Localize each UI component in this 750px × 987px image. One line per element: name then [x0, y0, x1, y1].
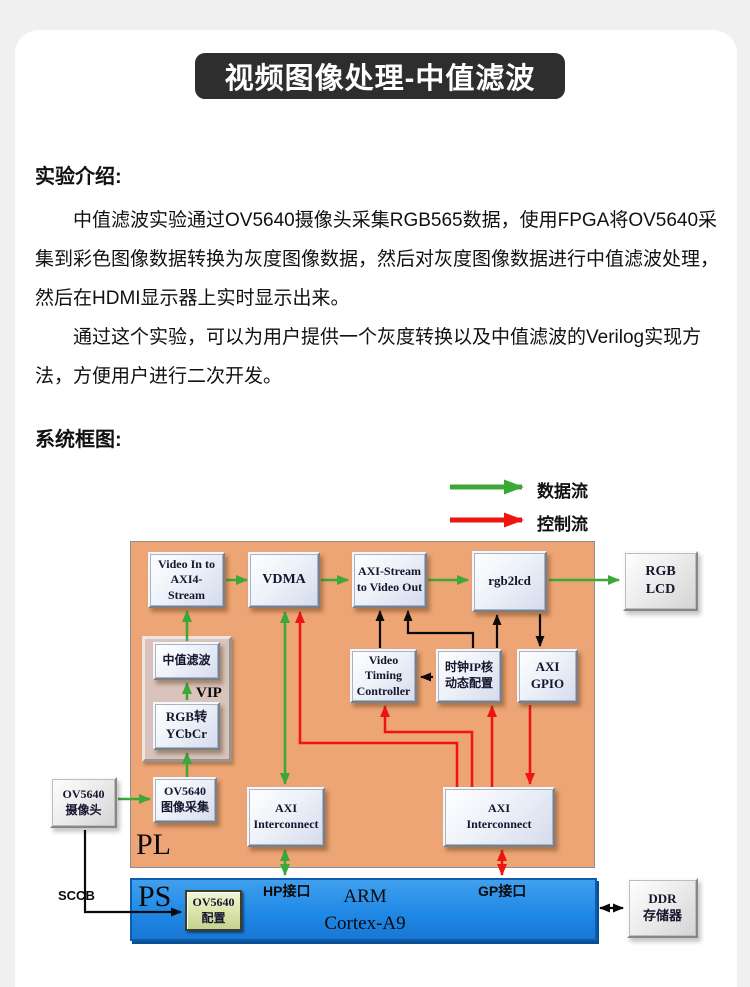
vip-label: VIP — [196, 685, 222, 701]
hp-port-label: HP接口 — [263, 883, 311, 899]
gp-port-label: GP接口 — [478, 883, 527, 899]
intro-paragraph-1: 中值滤波实验通过OV5640摄像头采集RGB565数据，使用FPGA将OV564… — [35, 210, 720, 309]
arm-label: ARM Cortex-A9 — [324, 886, 406, 934]
box-ddr: DDR 存储器 — [627, 878, 698, 938]
box-axi-gpio: AXI GPIO — [517, 649, 578, 703]
box-ov5640-config: OV5640 配置 — [185, 890, 242, 931]
box-axi-stream-out: AXI-Stream to Video Out — [352, 552, 427, 608]
box-clock-ip: 时钟IP核 动态配置 — [436, 649, 502, 703]
box-rgb2ycbcr: RGB转 YCbCr — [153, 702, 220, 750]
legend-control-flow-label: 控制流 — [537, 515, 588, 534]
box-vdma: VDMA — [248, 552, 320, 608]
ps-region-label: PS — [138, 880, 172, 913]
box-rgb-lcd: RGB LCD — [623, 551, 698, 611]
intro-paragraph-2: 通过这个实验，可以为用户提供一个灰度转换以及中值滤波的Verilog实现方法，方… — [35, 327, 702, 387]
sccb-label: SCCB — [58, 888, 95, 903]
box-video-timing-controller: Video Timing Controller — [350, 649, 417, 703]
diagram-heading: 系统框图: — [35, 429, 122, 451]
box-video-in: Video In to AXI4- Stream — [148, 552, 225, 608]
intro-heading: 实验介绍: — [35, 166, 122, 188]
box-axi-interconnect-right: AXI Interconnect — [443, 787, 555, 847]
box-median-filter: 中值滤波 — [153, 642, 220, 680]
box-ov5640-capture: OV5640 图像采集 — [153, 777, 217, 823]
box-axi-interconnect-left: AXI Interconnect — [247, 787, 325, 847]
box-ov5640-camera: OV5640 摄像头 — [50, 777, 117, 828]
legend-data-flow-label: 数据流 — [537, 482, 588, 501]
intro-section: 实验介绍: 中值滤波实验通过OV5640摄像头采集RGB565数据，使用FPGA… — [35, 160, 719, 452]
page-title: 视频图像处理-中值滤波 — [195, 53, 565, 99]
box-rgb2lcd: rgb2lcd — [472, 551, 547, 612]
pl-region-label: PL — [136, 828, 172, 861]
